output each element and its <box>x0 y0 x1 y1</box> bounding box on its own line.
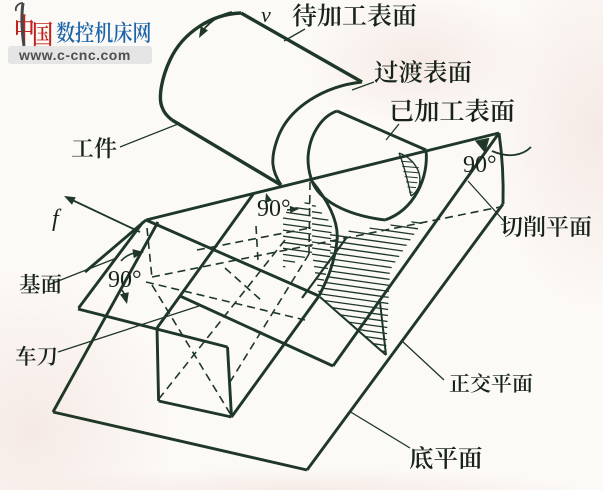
svg-text:v: v <box>261 2 271 27</box>
svg-text:90°: 90° <box>463 152 497 178</box>
svg-text:90°: 90° <box>257 196 291 222</box>
svg-text:90°: 90° <box>108 267 142 293</box>
svg-text:www.c-cnc.com: www.c-cnc.com <box>18 47 131 63</box>
